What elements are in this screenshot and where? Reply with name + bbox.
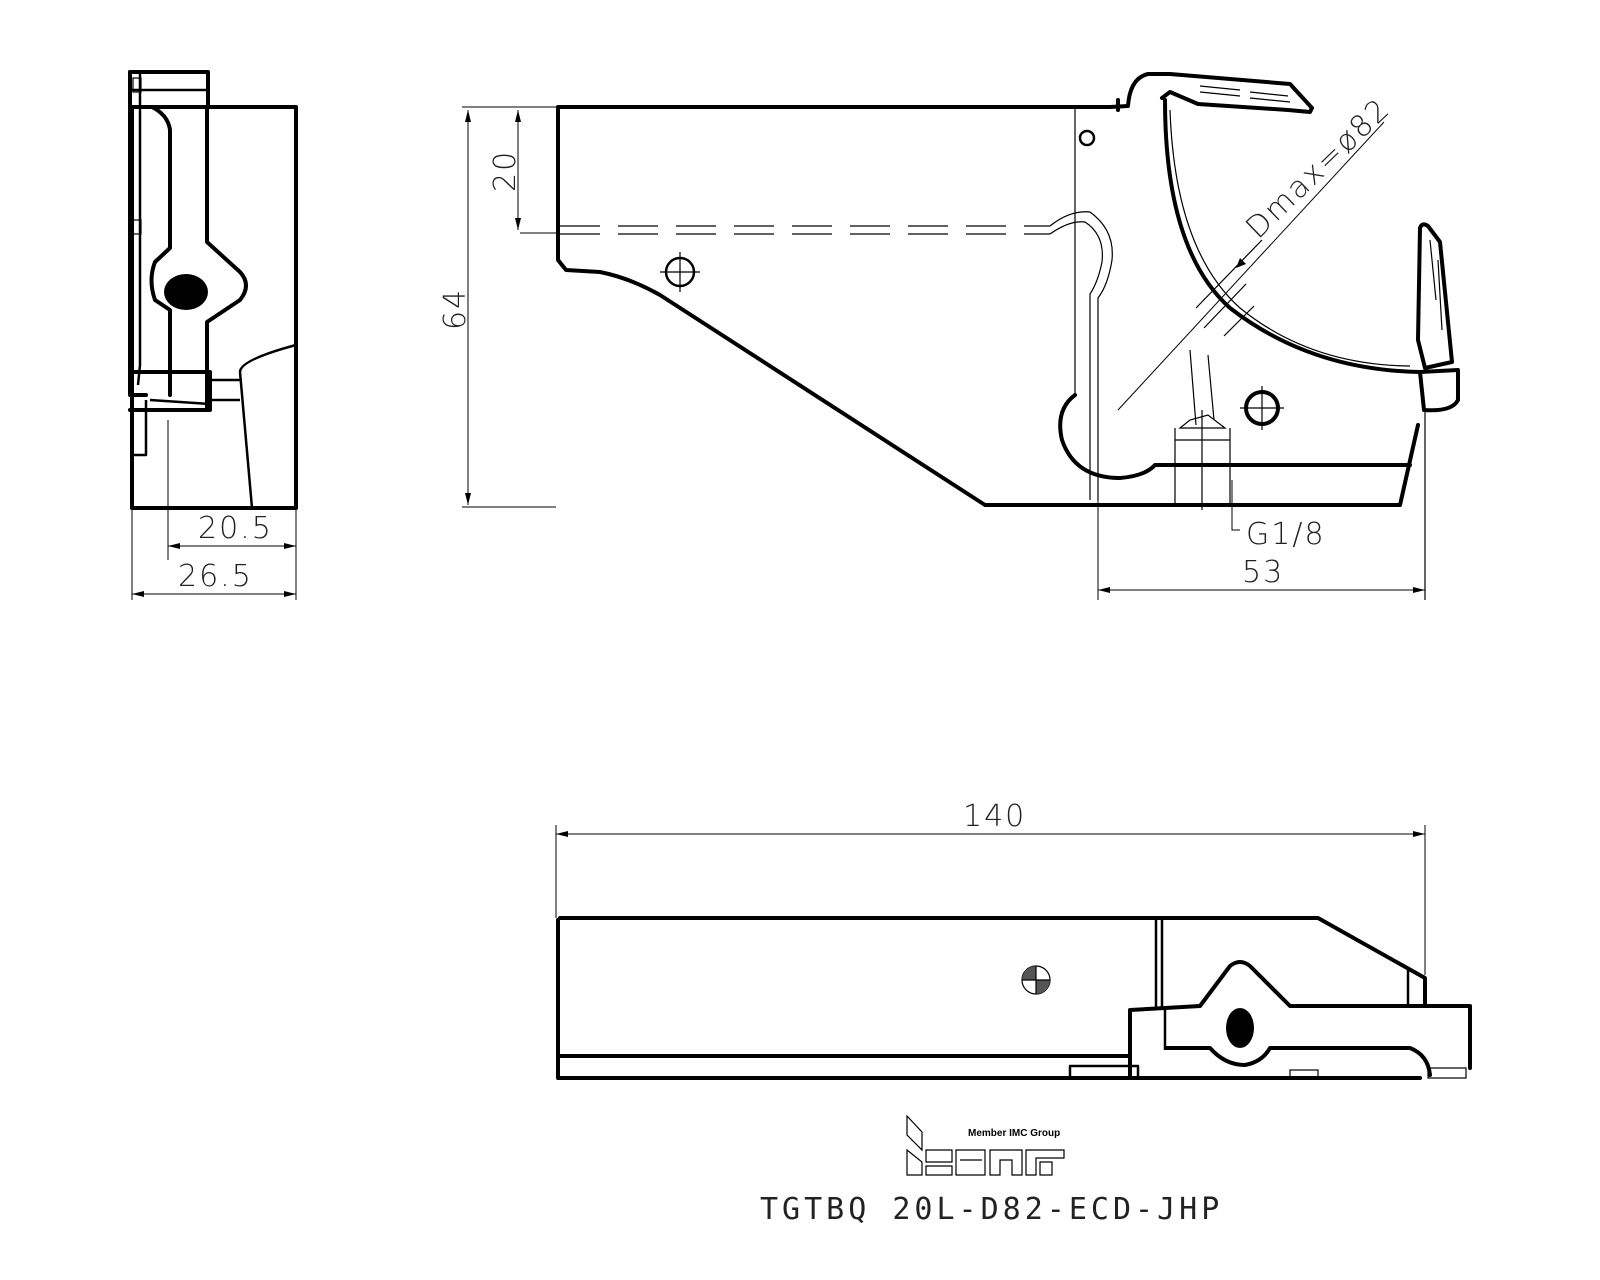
center-of-gravity-icon <box>1021 965 1051 995</box>
dim-shank-height: 20 <box>488 150 523 192</box>
part-number-title: TGTBQ 20L-D82-ECD-JHP <box>760 1192 1224 1227</box>
dim-head-length: 53 <box>1242 555 1284 590</box>
dim-width-total: 26.5 <box>178 559 253 594</box>
screw-hole-icon <box>660 252 700 292</box>
side-view: 20.5 26.5 <box>128 70 298 600</box>
coolant-channel <box>560 211 1113 500</box>
dim-max-diameter: Dmax=ø82 <box>1239 91 1397 245</box>
small-hole-icon <box>1078 129 1096 147</box>
top-view: 140 <box>555 799 1472 1080</box>
dim-total-length: 140 <box>963 799 1026 834</box>
dim-total-height: 64 <box>438 288 473 330</box>
front-view: Dmax=ø82 20 64 G1/8 <box>438 72 1460 600</box>
dim-width-inner: 20.5 <box>198 511 273 546</box>
dim-coolant-thread: G1/8 <box>1246 517 1326 552</box>
logo-tagline: Member IMC Group <box>968 1128 1061 1139</box>
screw-hole-icon <box>1240 386 1284 430</box>
iscar-logo <box>906 1114 1065 1176</box>
clamp-screw-icon <box>164 274 208 310</box>
clamp-screw-icon <box>1226 1008 1254 1048</box>
